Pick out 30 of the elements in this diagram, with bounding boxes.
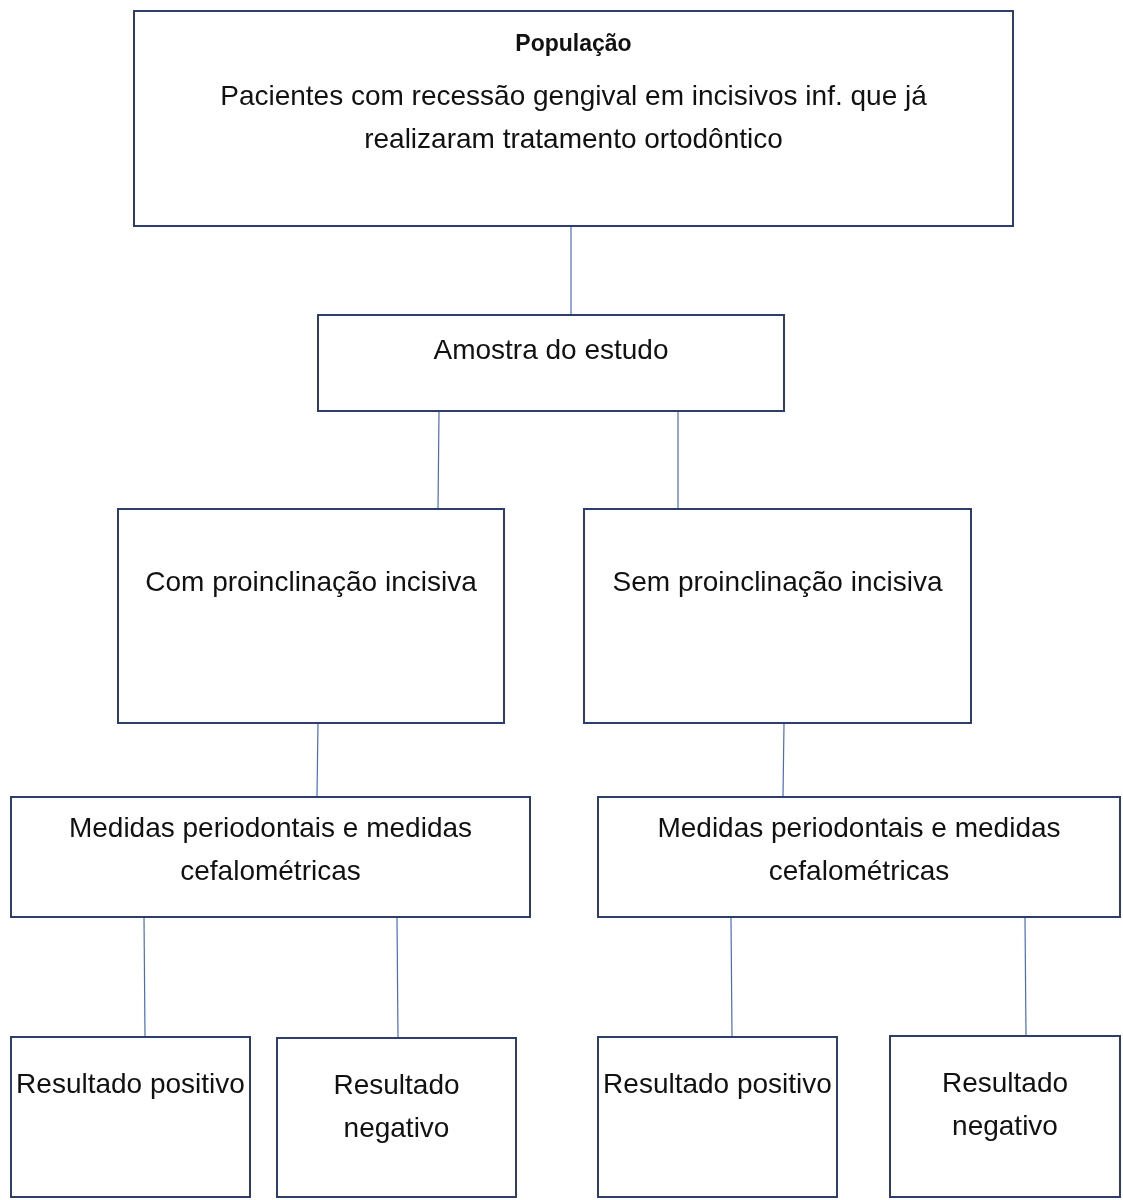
box-text: Pacientes com recessão gengival em incisivos inf. que já realizaram tratamento ortodôntico <box>219 79 928 156</box>
box-text: Amostra do estudo <box>432 333 670 367</box>
process-box <box>276 1037 517 1198</box>
process-box <box>597 796 1121 918</box>
process-box <box>133 10 1014 227</box>
connector-line <box>677 411 679 509</box>
box-text: Medidas periodontais e medidas cefalométricas <box>656 811 1062 888</box>
box-heading: População <box>514 29 633 58</box>
connector-line <box>730 917 733 1037</box>
process-box <box>10 1036 251 1198</box>
box-text: Medidas periodontais e medidas cefalométricas <box>67 811 474 888</box>
process-box <box>889 1035 1121 1198</box>
connector-line <box>143 917 146 1037</box>
process-box <box>10 796 531 918</box>
connector-line <box>570 226 572 315</box>
connector-line <box>1024 917 1027 1036</box>
box-text: Resultado positivo <box>602 1067 833 1101</box>
box-text: Resultado negativo <box>332 1068 461 1145</box>
connector-line <box>316 723 319 797</box>
connector-line <box>782 723 785 797</box>
process-box <box>583 508 972 724</box>
box-text: Sem proinclinação incisiva <box>611 565 944 599</box>
process-box <box>117 508 505 724</box>
process-box <box>317 314 785 412</box>
box-text: Com proinclinação incisiva <box>144 565 478 599</box>
connector-line <box>437 411 440 509</box>
box-text: Resultado negativo <box>940 1066 1070 1143</box>
box-text: Resultado positivo <box>15 1067 246 1101</box>
process-box <box>597 1036 838 1198</box>
connector-line <box>396 917 399 1038</box>
